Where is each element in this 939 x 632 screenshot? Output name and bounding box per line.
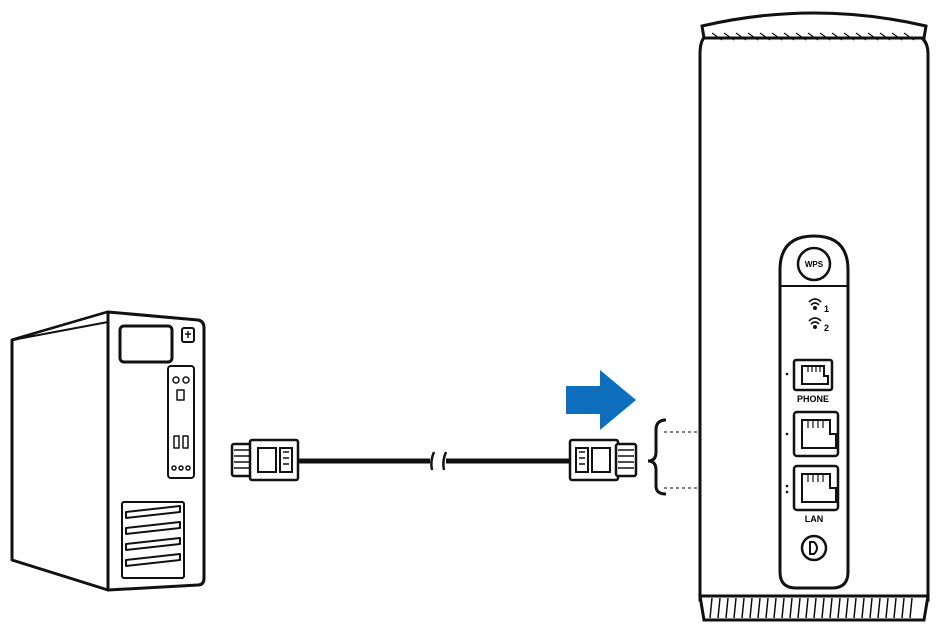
computer-side-panel (10, 310, 110, 592)
lan-label: LAN (805, 514, 824, 524)
router-base-grille (709, 597, 913, 619)
wifi-2-label: 2 (824, 323, 829, 333)
power-socket-icon (800, 534, 828, 562)
wifi-1-label: 1 (824, 304, 829, 314)
rj45-plug-left (230, 438, 300, 482)
port-bracket (647, 418, 667, 496)
computer-drive-bay (118, 324, 174, 364)
computer-front-io-panel (167, 365, 195, 479)
ethernet-cable (230, 438, 638, 482)
phone-label: PHONE (797, 394, 829, 404)
router (698, 11, 930, 622)
desktop-computer (10, 310, 206, 592)
router-top-cap (700, 11, 928, 40)
phone-port (792, 358, 834, 392)
wps-button (796, 246, 832, 282)
arrow-right-icon (566, 370, 636, 430)
router-top-grille (711, 32, 915, 41)
lan-port-2 (792, 464, 840, 512)
wifi-indicator-2 (808, 317, 822, 329)
wps-label: WPS (805, 260, 824, 269)
wifi-indicator-1 (808, 298, 822, 310)
lan-port-1 (792, 410, 840, 458)
cable-break-mark (430, 451, 448, 471)
rj45-plug-right (568, 438, 638, 482)
computer-vent-grille (121, 501, 185, 579)
